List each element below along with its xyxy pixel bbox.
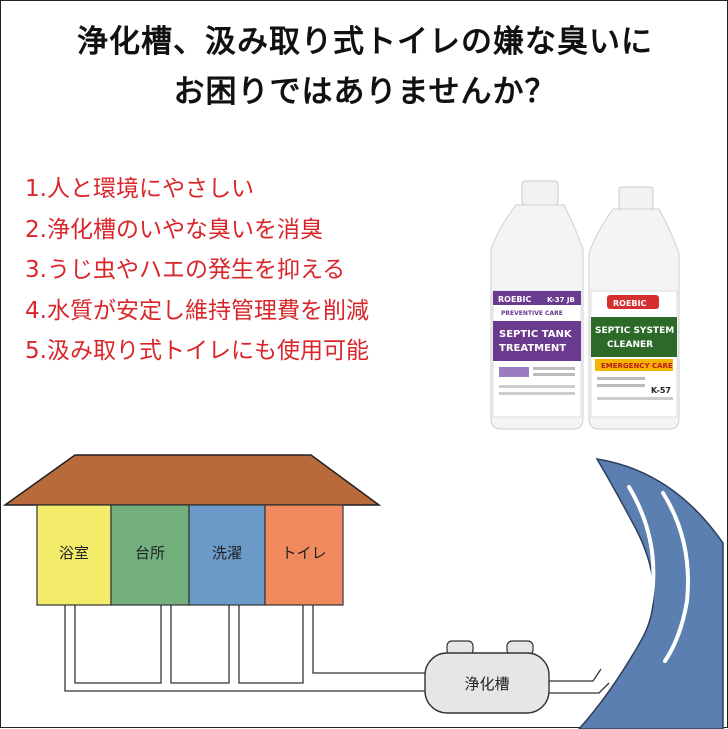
product-code: K-57 — [651, 386, 671, 395]
benefit-item: 5.汲み取り式トイレにも使用可能 — [25, 338, 369, 365]
brand-text: ROEBIC — [498, 295, 532, 304]
pipe — [312, 605, 427, 674]
headline-line-1: 浄化槽、汲み取り式トイレの嫌な臭いに — [77, 24, 653, 60]
tank-label: 浄化槽 — [464, 675, 509, 693]
room-kitchen — [110, 504, 190, 606]
bottle-cap — [618, 186, 654, 210]
room-label: 洗濯 — [212, 544, 242, 562]
benefit-item: 4.水質が安定し維持管理費を削減 — [25, 297, 369, 324]
label-fine-print — [533, 367, 575, 370]
septic-tank: 浄化槽 — [424, 640, 550, 714]
label-name-band — [591, 317, 677, 357]
river-highlight — [661, 491, 690, 663]
category-text: EMERGENCY CARE — [601, 362, 673, 370]
product-name-line-1: SEPTIC TANK — [499, 329, 573, 340]
category-band — [595, 359, 673, 371]
pipe — [545, 682, 610, 694]
room-toilet — [264, 504, 344, 606]
bottle-cap — [521, 180, 559, 206]
pipe — [238, 605, 304, 684]
benefit-item: 1.人と環境にやさしい — [25, 176, 254, 202]
drain-pipes — [64, 605, 610, 694]
benefit-item: 3.うじ虫やハエの発生を抑える — [25, 257, 346, 284]
room-label: 浴室 — [59, 544, 89, 562]
product-name-line-2: CLEANER — [607, 340, 653, 350]
label-fine-print — [597, 377, 645, 380]
label-image — [499, 367, 529, 377]
room-label: トイレ — [281, 544, 326, 562]
river-water — [577, 458, 724, 729]
pipe — [170, 605, 230, 684]
benefit-item: 2.浄化槽のいやな臭いを消臭 — [25, 216, 323, 243]
headline: 浄化槽、汲み取り式トイレの嫌な臭いに お困りではありませんか？ — [1, 17, 728, 117]
benefit-list: 1.人と環境にやさしい 2.浄化槽のいやな臭いを消臭 3.うじ虫やハエの発生を抑… — [25, 169, 369, 372]
river-highlight — [619, 485, 656, 667]
category-text: PREVENTIVE CARE — [501, 310, 563, 317]
pipe — [545, 668, 602, 682]
product-name-line-1: SEPTIC SYSTEM — [595, 326, 674, 336]
product-bottle-cleaner: ROEBIC SEPTIC SYSTEM CLEANER EMERGENCY C… — [588, 186, 680, 430]
headline-line-2: お困りではありませんか？ — [173, 74, 557, 110]
label-fine-print — [597, 397, 673, 400]
product-name-line-2: TREATMENT — [499, 343, 566, 354]
label-name-band — [493, 321, 581, 361]
label-fine-print — [597, 384, 645, 387]
label-fine-print — [533, 373, 575, 376]
room-label: 台所 — [135, 544, 165, 562]
house-roof — [2, 454, 382, 506]
room-laundry — [188, 504, 266, 606]
product-code: K-37 JB — [547, 296, 575, 304]
pipe — [64, 605, 427, 692]
brand-badge — [607, 295, 659, 309]
brand-text: ROEBIC — [613, 299, 647, 308]
label-top-band — [493, 291, 581, 305]
river — [577, 458, 724, 729]
tank-body — [424, 652, 550, 714]
pipe — [74, 605, 162, 684]
label-fine-print — [499, 392, 575, 395]
label-fine-print — [499, 385, 575, 388]
product-bottle-treatment: ROEBIC K-37 JB PREVENTIVE CARE SEPTIC TA… — [490, 180, 584, 430]
room-bathroom — [36, 504, 112, 606]
